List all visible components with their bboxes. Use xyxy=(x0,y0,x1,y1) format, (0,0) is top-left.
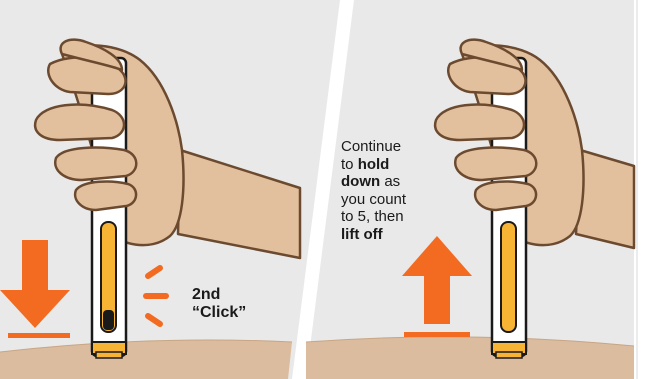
finger-3 xyxy=(455,148,536,180)
click-label-line2: “Click” xyxy=(192,304,246,322)
finger-4 xyxy=(475,182,536,210)
panel-left xyxy=(0,0,340,379)
instruction-line4: you count xyxy=(341,191,406,209)
second-click-label: 2nd “Click” xyxy=(192,286,246,322)
finger-2 xyxy=(35,105,124,140)
continue-hold-instruction: Continue to hold down as you count to 5,… xyxy=(341,138,406,243)
instruction-line2-prefix: to xyxy=(341,156,358,173)
instruction-line2-bold: hold xyxy=(358,156,390,173)
click-label-line1: 2nd xyxy=(192,286,246,304)
forearm xyxy=(576,150,634,248)
instruction-line3-bold: down xyxy=(341,173,380,190)
finger-4 xyxy=(75,182,136,210)
instruction-line1: Continue xyxy=(341,138,406,156)
instruction-line3-suffix: as xyxy=(380,173,400,190)
instruction-line2: to hold xyxy=(341,156,406,174)
instruction-line6-bold: lift off xyxy=(341,226,383,243)
finger-2 xyxy=(435,105,524,140)
instruction-line6: lift off xyxy=(341,226,406,244)
finger-3 xyxy=(55,148,136,180)
instruction-line3: down as xyxy=(341,173,406,191)
instruction-line5: to 5, then xyxy=(341,208,406,226)
